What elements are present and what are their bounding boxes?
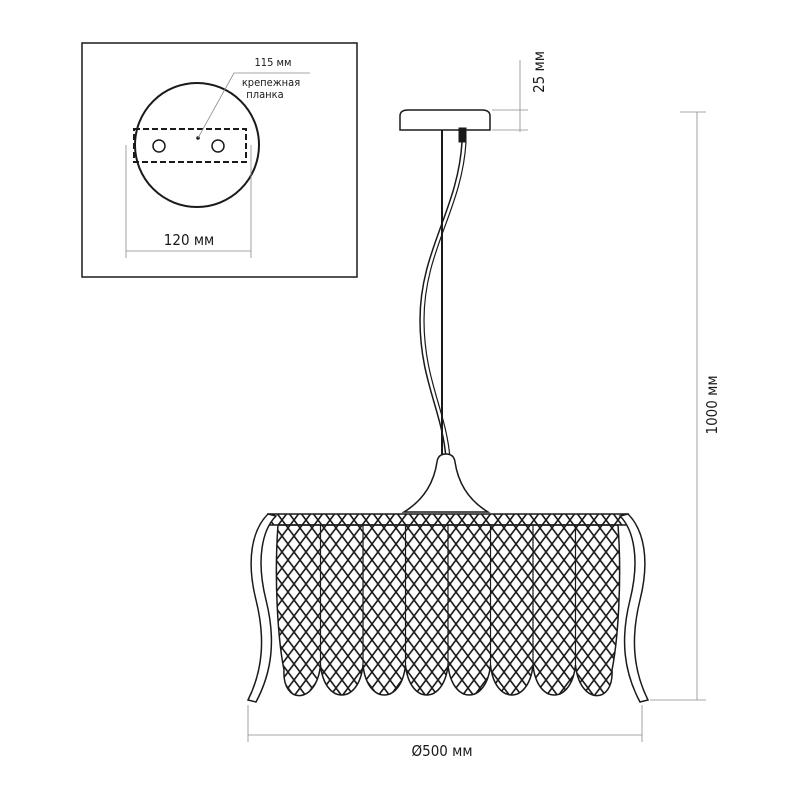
dimensions: 25 мм 1000 мм Ø500 мм	[247, 51, 721, 760]
bar-length-label: 115 мм	[255, 56, 292, 69]
inset-frame	[81, 42, 358, 278]
left-crystal-strand	[246, 513, 278, 703]
canopy-inset: 115 мм крепежная планка 120 мм	[81, 42, 358, 278]
mesh-shade	[246, 513, 650, 703]
mounting-bar	[133, 128, 247, 163]
canopy-height-label: 25 мм	[530, 51, 548, 93]
scalloped-edge	[275, 524, 621, 697]
total-height-label: 1000 мм	[703, 376, 721, 435]
canopy-diameter-label: 120 мм	[164, 231, 214, 249]
ceiling-canopy	[399, 109, 491, 131]
diameter-label: Ø500 мм	[411, 742, 472, 760]
leader-line	[197, 72, 310, 139]
panel-ribs	[319, 525, 577, 665]
mounting-hole	[152, 139, 166, 153]
mounting-hole	[211, 139, 225, 153]
bar-caption-line2: планка	[246, 88, 283, 101]
power-cord	[419, 141, 463, 459]
right-crystal-strand	[618, 513, 650, 703]
top-ring	[267, 513, 629, 526]
pendant-suspension	[399, 109, 491, 513]
cable-gland	[458, 127, 467, 143]
bar-caption-line1: крепежная	[242, 76, 300, 89]
power-cord	[423, 141, 467, 459]
hub-cone	[401, 453, 491, 513]
